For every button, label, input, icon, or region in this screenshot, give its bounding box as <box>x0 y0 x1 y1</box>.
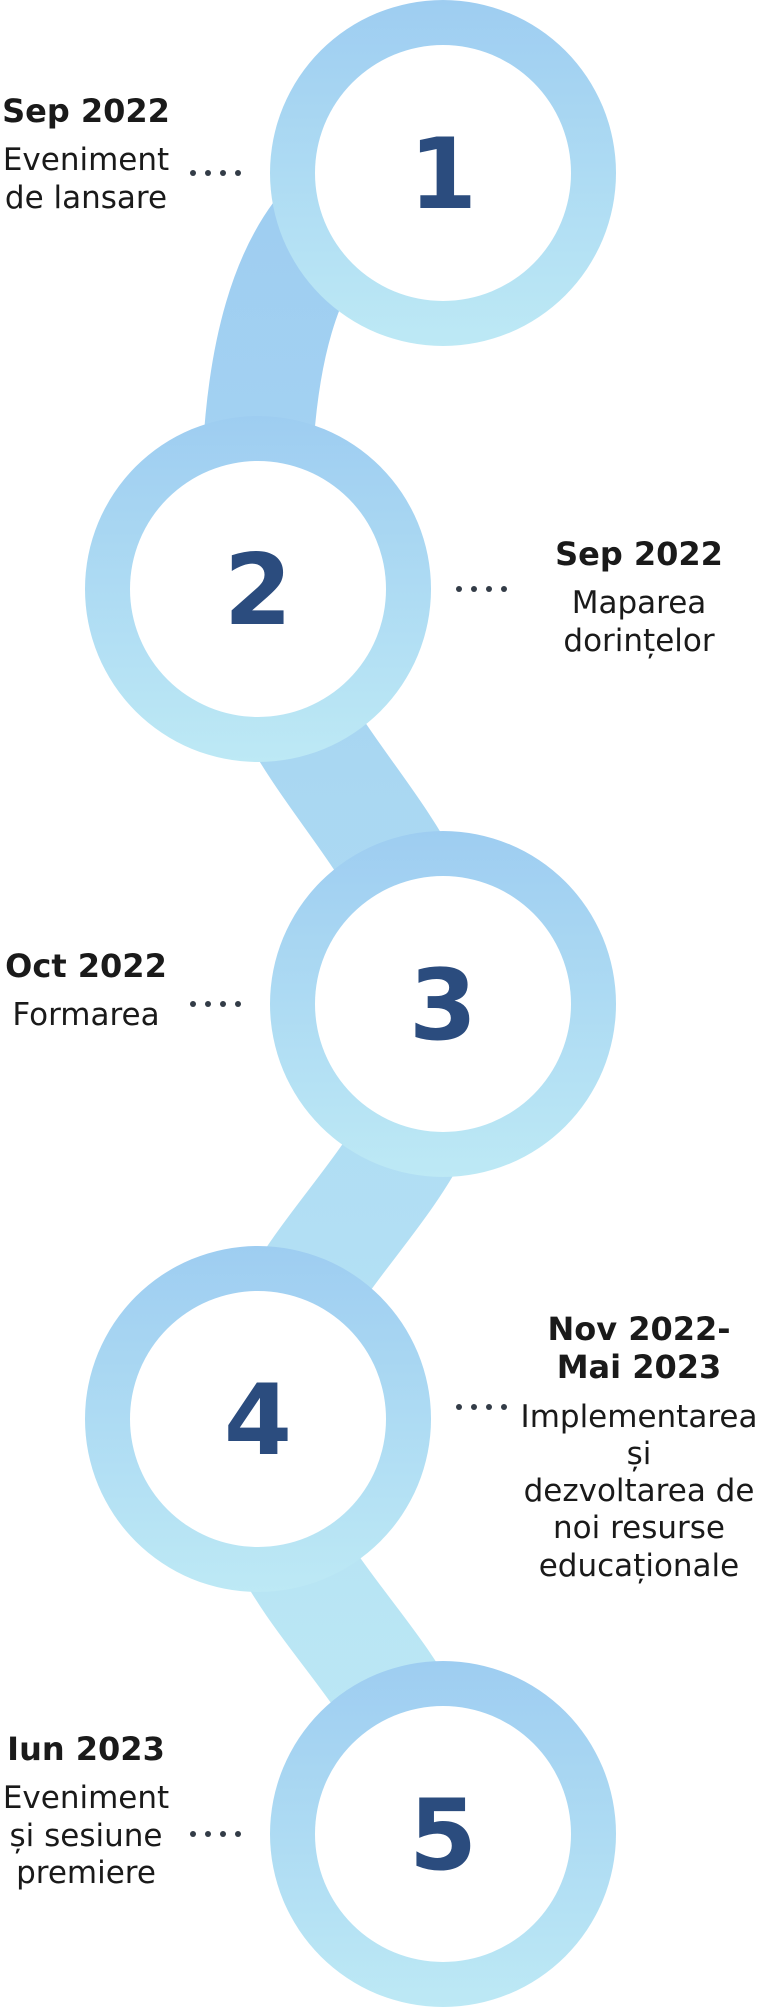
step-description-1: Eveniment de lansare <box>2 142 170 216</box>
step-number-5: 5 <box>409 1779 477 1893</box>
step-date-5: Iun 2023 <box>7 1730 165 1768</box>
step-description-2: Maparea dorințelor <box>563 585 715 659</box>
step-description-3: Formarea <box>12 997 160 1034</box>
step-number-2: 2 <box>224 534 292 648</box>
step-description-5: Eveniment și sesiune premiere <box>2 1780 170 1891</box>
ring-2 <box>85 416 431 762</box>
step-description-4: Implementarea și dezvoltarea de noi resu… <box>520 1398 758 1584</box>
ring-5 <box>270 1661 616 2007</box>
ring-3 <box>270 831 616 1177</box>
dotted-leader-2 <box>456 586 507 592</box>
dotted-leader-3 <box>190 1001 241 1007</box>
ring-4 <box>85 1246 431 1592</box>
dotted-leader-5 <box>190 1831 241 1837</box>
step-date-3: Oct 2022 <box>5 947 167 985</box>
step-number-4: 4 <box>224 1364 292 1478</box>
step-label-4: Nov 2022- Mai 2023 Implementarea și dezv… <box>508 1310 770 1585</box>
step-date-1: Sep 2022 <box>2 92 170 130</box>
dotted-leader-1 <box>190 170 241 176</box>
step-label-1: Sep 2022 Eveniment de lansare <box>0 92 172 217</box>
step-number-3: 3 <box>409 949 477 1063</box>
dotted-leader-4 <box>456 1404 507 1410</box>
step-label-5: Iun 2023 Eveniment și sesiune premiere <box>0 1730 172 1892</box>
step-label-2: Sep 2022 Maparea dorințelor <box>534 535 744 660</box>
ring-1 <box>270 0 616 346</box>
step-date-4: Nov 2022- Mai 2023 <box>547 1310 731 1387</box>
step-label-3: Oct 2022 Formarea <box>0 947 172 1035</box>
step-date-2: Sep 2022 <box>555 535 723 573</box>
step-number-1: 1 <box>409 118 477 232</box>
